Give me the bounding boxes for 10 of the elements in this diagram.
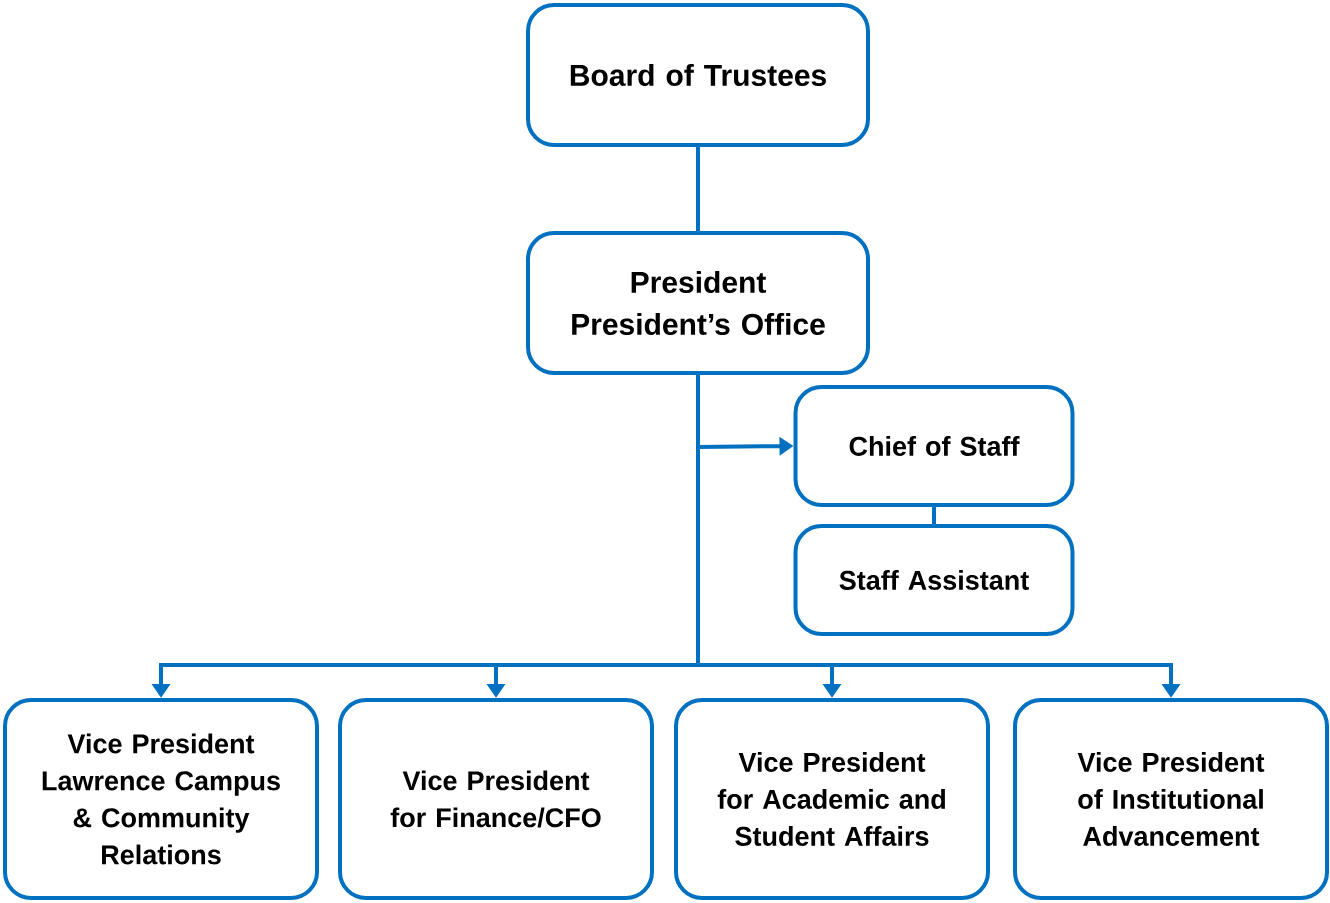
connector	[696, 147, 700, 231]
org-box: Vice President for Academic and Student Affairs	[674, 698, 990, 900]
org-box: Vice President for Finance/CFO	[338, 698, 654, 900]
org-box: Board of Trustees	[526, 3, 870, 147]
connector	[932, 507, 936, 524]
org-box: Chief of Staff	[793, 385, 1075, 507]
org-box: Vice President of Institutional Advancement	[1013, 698, 1329, 900]
org-box: President President’s Office	[526, 231, 870, 375]
org-box: Staff Assistant	[793, 524, 1075, 636]
org-box: Vice President Lawrence Campus & Community Relations	[3, 698, 319, 900]
